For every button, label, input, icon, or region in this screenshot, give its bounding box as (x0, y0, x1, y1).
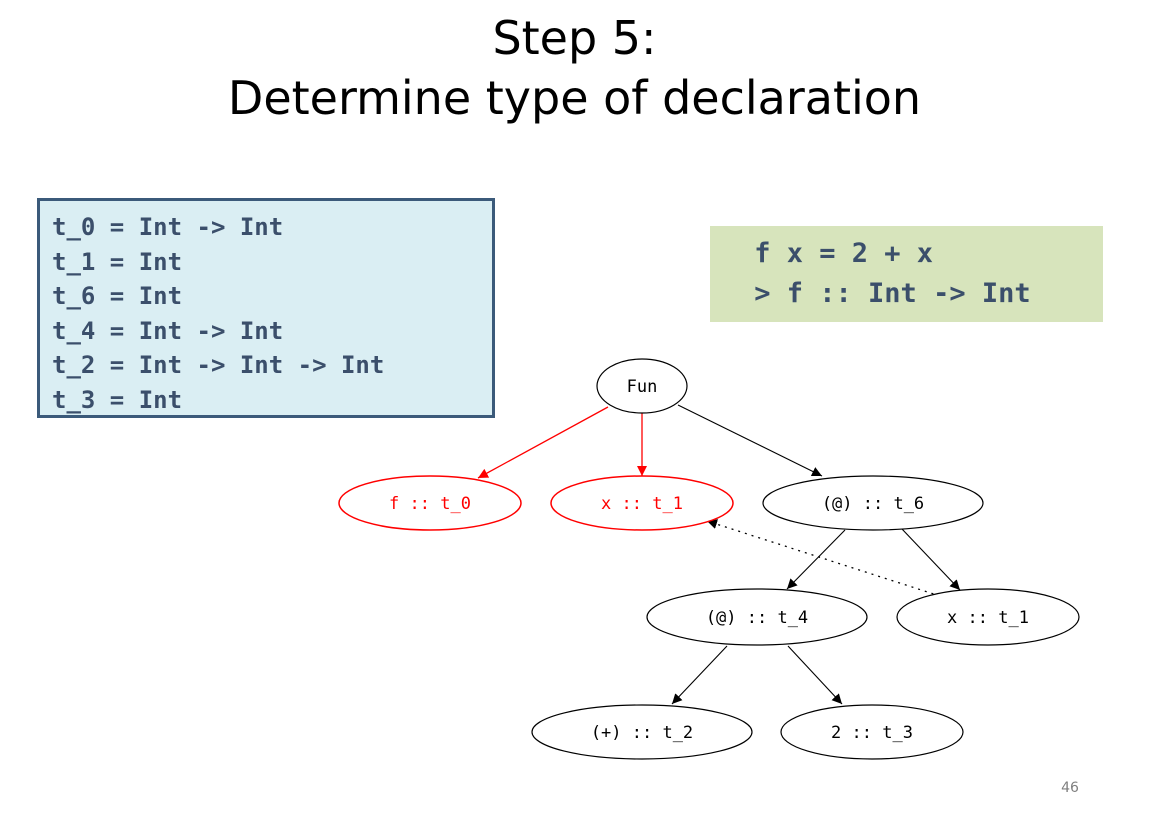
code-box: f x = 2 + x > f :: Int -> Int (710, 226, 1103, 322)
node-app4-label: (@) :: t_4 (706, 608, 808, 628)
code-definition: f x = 2 + x (738, 238, 934, 269)
equation-t3: t_3 = Int (52, 385, 183, 414)
node-x-arg: x :: t_1 (896, 588, 1080, 646)
edge-app6-app4 (786, 529, 846, 590)
node-plus: (+) :: t_2 (531, 704, 753, 760)
edge-fun-app6 (677, 404, 823, 477)
equation-t2: t_2 = Int -> Int -> Int (52, 351, 385, 380)
equation-t0: t_0 = Int -> Int (52, 213, 284, 241)
slide-title: Step 5: Determine type of declaration (0, 8, 1149, 128)
node-f-label: f :: t_0 (389, 494, 471, 514)
node-app4: (@) :: t_4 (646, 588, 868, 646)
node-x-param: x :: t_1 (550, 475, 734, 531)
node-fun: Fun (596, 358, 688, 414)
node-two: 2 :: t_3 (780, 704, 964, 760)
edge-app4-two (787, 645, 843, 705)
node-plus-label: (+) :: t_2 (591, 723, 693, 743)
node-x-arg-label: x :: t_1 (947, 608, 1029, 628)
node-app6-label: (@) :: t_6 (822, 494, 924, 514)
page-number: 46 (1061, 780, 1079, 796)
title-line-1: Step 5: (492, 11, 657, 65)
edge-fun-f (477, 406, 609, 479)
edge-dotted-reference (706, 519, 941, 597)
edge-app6-x-arg (901, 528, 961, 591)
node-app6: (@) :: t_6 (762, 475, 984, 531)
node-two-label: 2 :: t_3 (831, 723, 913, 743)
title-line-2: Determine type of declaration (227, 71, 922, 125)
equations-box: t_0 = Int -> Int t_1 = Int t_6 = Int t_4… (37, 198, 495, 418)
node-x-param-label: x :: t_1 (601, 494, 683, 514)
node-f: f :: t_0 (338, 475, 522, 531)
node-fun-label: Fun (627, 377, 658, 397)
equation-t1: t_1 = Int (52, 247, 183, 276)
code-inferred-type: > f :: Int -> Int (738, 278, 1031, 309)
equation-t6: t_6 = Int (52, 282, 183, 311)
equation-t4: t_4 = Int -> Int (52, 316, 284, 345)
edge-app4-plus (671, 645, 728, 705)
